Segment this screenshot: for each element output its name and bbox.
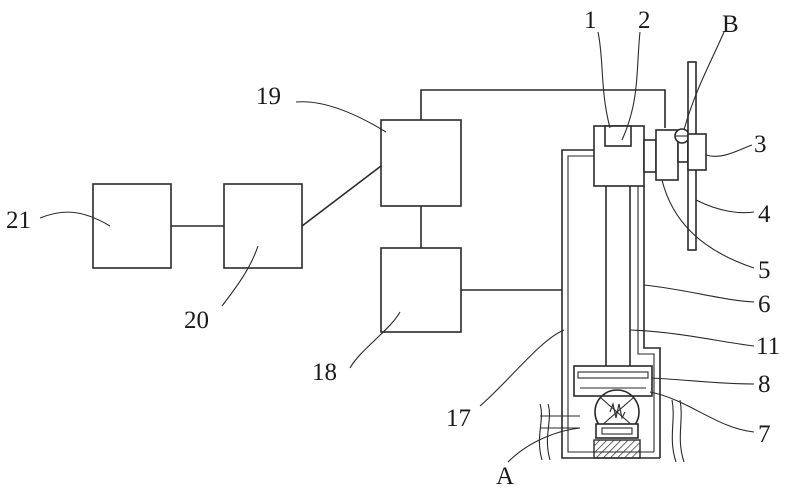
coupling xyxy=(644,140,656,172)
label-11: 11 xyxy=(756,333,780,360)
label-1: 1 xyxy=(584,7,597,34)
label-4: 4 xyxy=(758,201,771,228)
leader-11 xyxy=(630,330,754,346)
cut-right-2 xyxy=(680,400,684,462)
leader-2 xyxy=(622,32,640,140)
leader-5 xyxy=(662,180,754,268)
leader-A xyxy=(508,428,580,462)
plate-8 xyxy=(578,372,648,378)
pipe-6-outer xyxy=(644,186,660,458)
block-21 xyxy=(93,184,171,268)
label-5: 5 xyxy=(758,257,771,284)
pipe-6-inner xyxy=(638,186,654,452)
leader-7 xyxy=(650,392,754,432)
label-3: 3 xyxy=(754,131,767,158)
unit-2 xyxy=(605,126,631,146)
label-18: 18 xyxy=(312,359,337,386)
link-20-19 xyxy=(302,166,381,226)
cut-left-2 xyxy=(547,404,550,460)
label-19: 19 xyxy=(256,83,281,110)
block-20 xyxy=(224,184,302,268)
label-6: 6 xyxy=(758,291,771,318)
label-21: 21 xyxy=(6,207,31,234)
label-B: B xyxy=(722,11,739,38)
leader-19 xyxy=(296,102,386,132)
label-8: 8 xyxy=(758,371,771,398)
label-2: 2 xyxy=(638,7,651,34)
housing-inner-left xyxy=(568,156,654,452)
chamber-8 xyxy=(574,366,652,396)
label-7: 7 xyxy=(758,421,771,448)
label-17: 17 xyxy=(446,405,471,432)
cut-right-1 xyxy=(672,400,676,462)
cut-left-1 xyxy=(539,404,542,460)
base-7-hatched xyxy=(594,440,640,458)
housing-outer-left xyxy=(562,150,660,458)
leader-17 xyxy=(480,330,564,406)
leader-4 xyxy=(696,200,754,213)
leader-6 xyxy=(644,285,754,302)
label-A: A xyxy=(496,463,514,490)
part-3 xyxy=(688,134,706,170)
label-20: 20 xyxy=(184,307,209,334)
block-19 xyxy=(381,120,461,206)
leader-3 xyxy=(706,145,752,156)
leader-1 xyxy=(598,32,610,128)
leader-8 xyxy=(652,378,754,384)
block-18 xyxy=(381,248,461,332)
